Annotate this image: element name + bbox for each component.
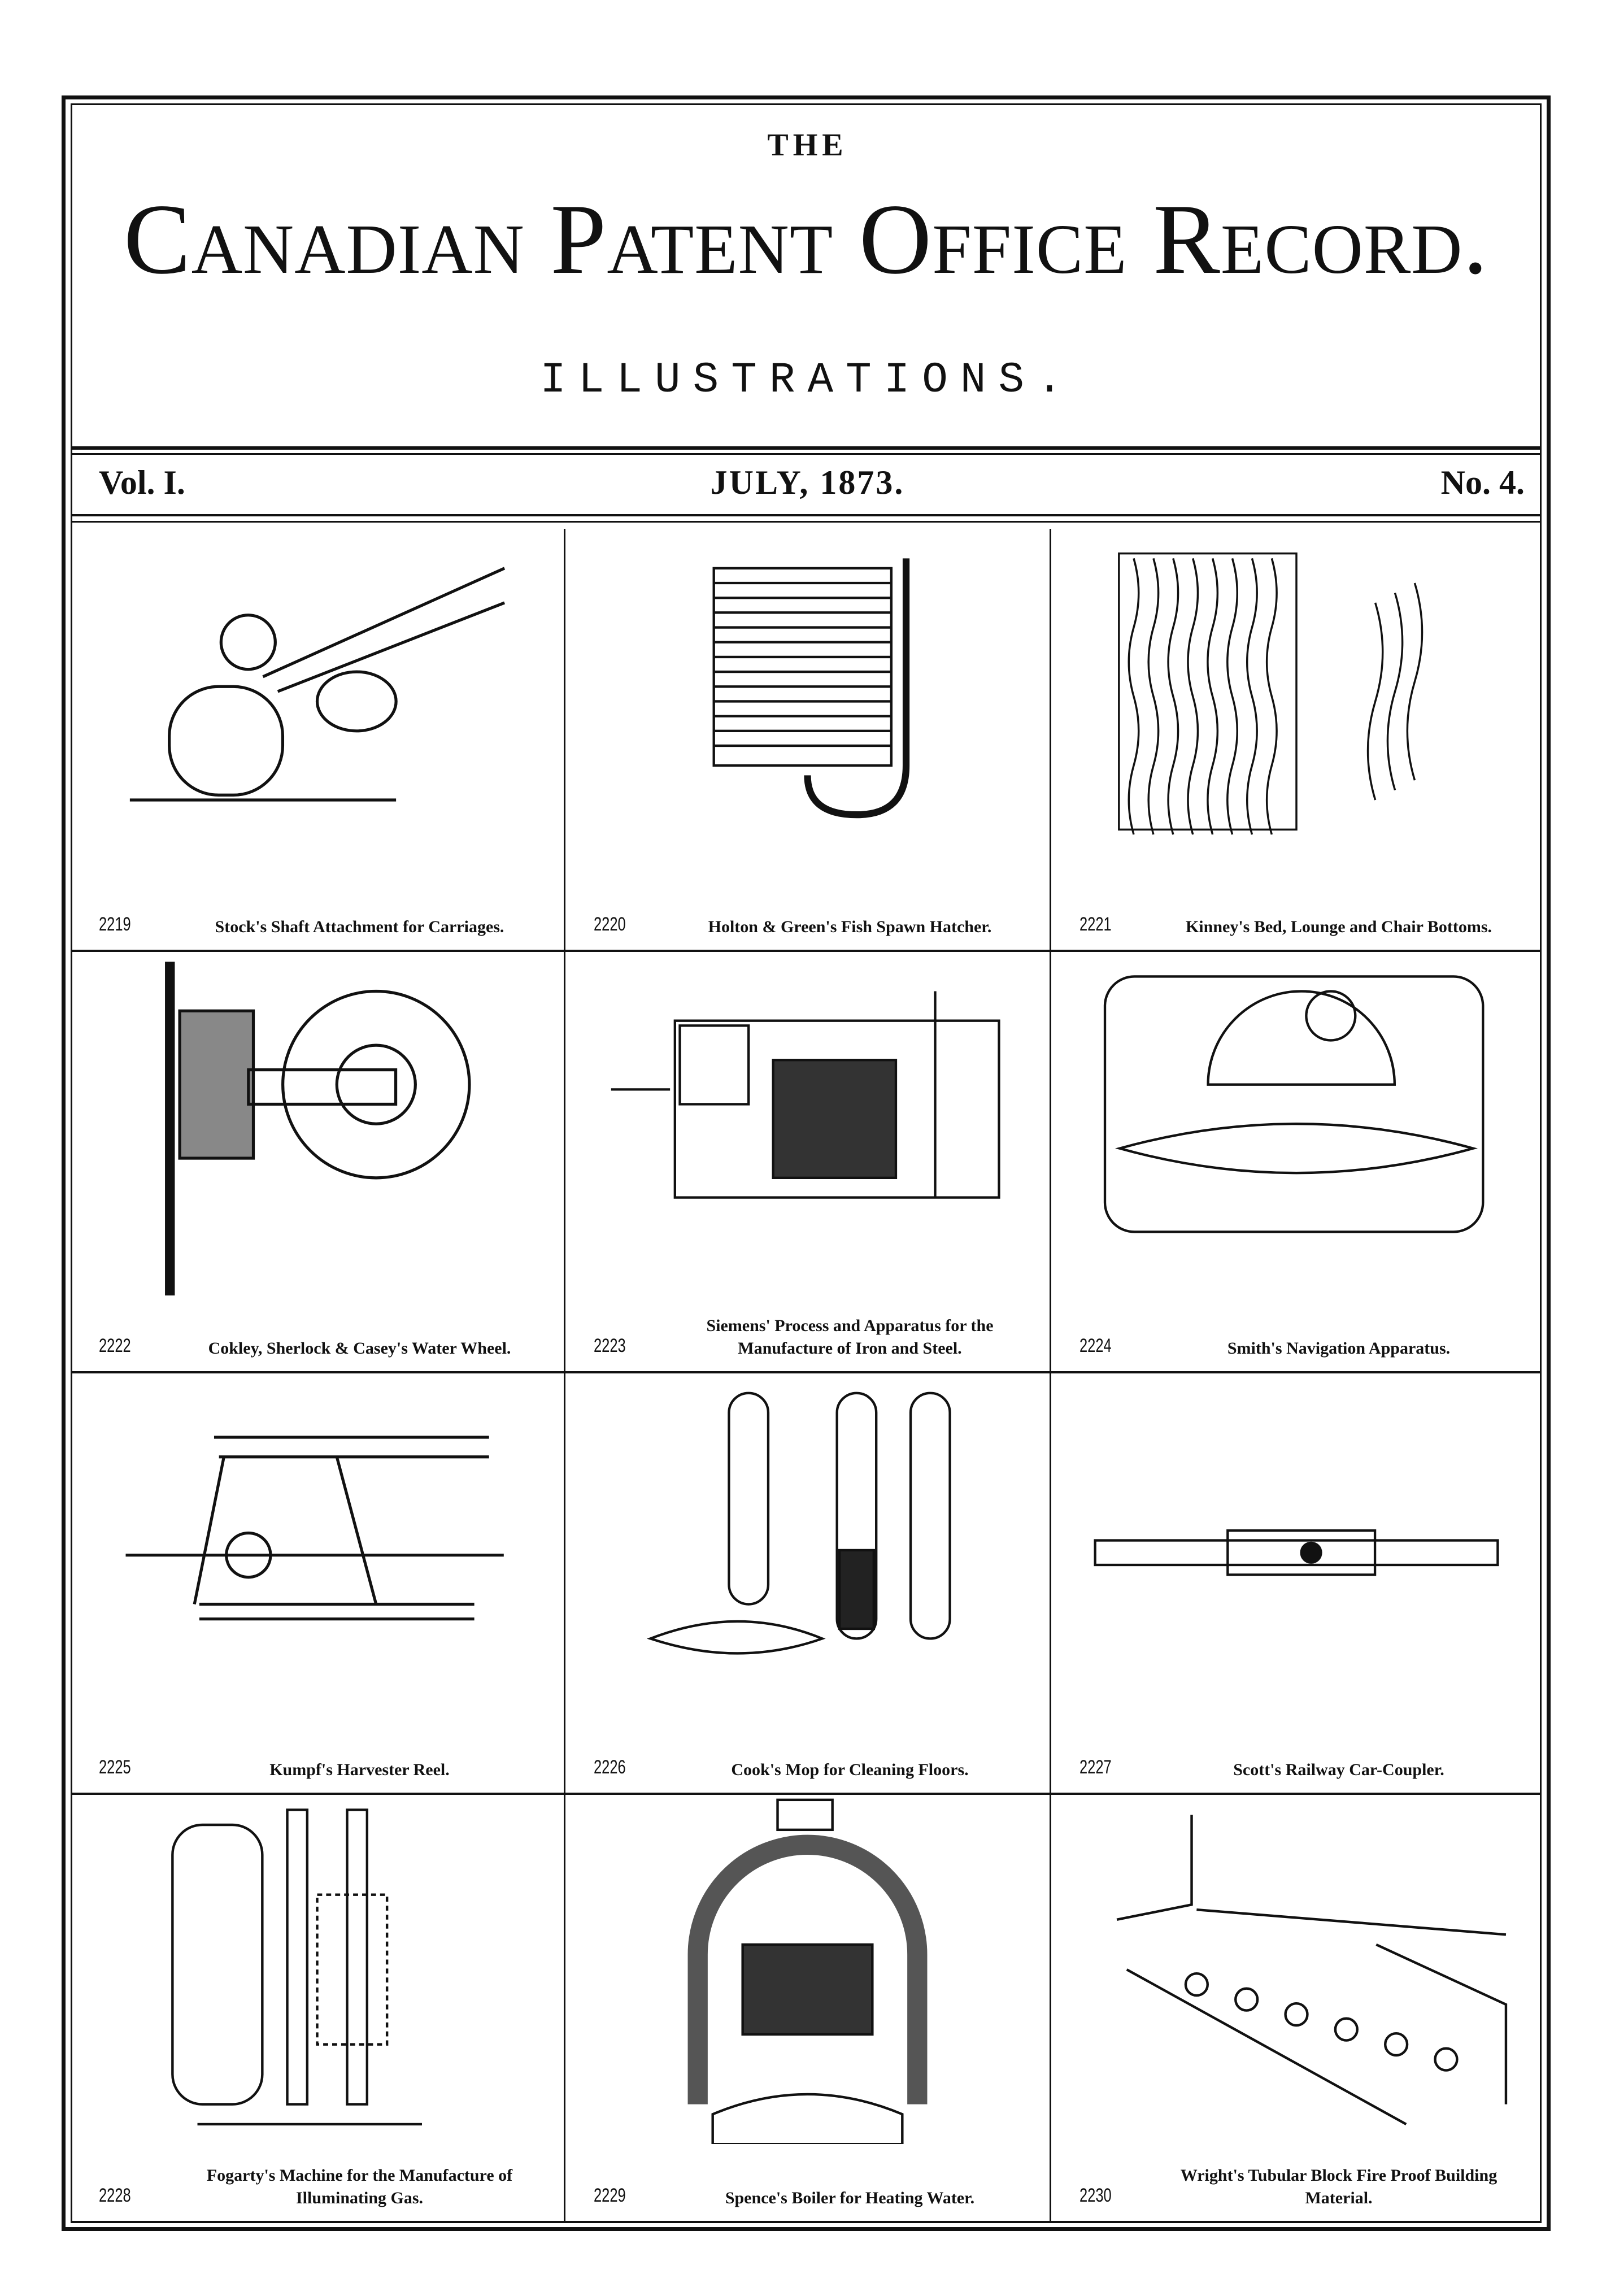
figure-number: 2222 bbox=[99, 1335, 131, 1356]
figure-cell-2225: 2225 Kumpf's Harvester Reel. bbox=[71, 1373, 565, 1795]
figure-illustration bbox=[1103, 975, 1485, 1233]
figure-cell-2227: 2227 Scott's Railway Car-Coupler. bbox=[1051, 1373, 1542, 1795]
figure-illustration bbox=[712, 558, 910, 819]
figure-caption: Wright's Tubular Block Fire Proof Buildi… bbox=[1180, 2166, 1498, 2207]
page-border bbox=[62, 95, 1551, 2231]
figure-cell-2226: 2226 Cook's Mop for Cleaning Floors. bbox=[565, 1373, 1051, 1795]
figure-cell-2220: 2220 Holton & Green's Fish Spawn Hatcher… bbox=[565, 529, 1051, 952]
figure-caption: Fogarty's Machine for the Manufacture of… bbox=[206, 2166, 513, 2207]
figure-cell-2229: 2229 Spence's Boiler for Heating Water. bbox=[565, 1795, 1051, 2223]
figure-caption: Spence's Boiler for Heating Water. bbox=[725, 2189, 975, 2207]
figure-number: 2221 bbox=[1079, 914, 1112, 935]
figure-caption: Cokley, Sherlock & Casey's Water Wheel. bbox=[208, 1339, 511, 1358]
masthead-title: Canadian Patent Office Record. bbox=[123, 183, 1489, 295]
figure-number: 2226 bbox=[594, 1756, 626, 1778]
figure-cell-2221: 2221 Kinney's Bed, Lounge and Chair Bott… bbox=[1051, 529, 1542, 952]
figure-illustration bbox=[1094, 1529, 1499, 1576]
figure-number: 2230 bbox=[1079, 2185, 1112, 2206]
issue-divider bbox=[71, 514, 1542, 516]
figure-caption: Smith's Navigation Apparatus. bbox=[1227, 1339, 1451, 1358]
header-divider bbox=[71, 446, 1542, 450]
header-divider-thin bbox=[71, 453, 1542, 455]
issue-date: JULY, 1873. bbox=[710, 464, 905, 501]
figure-number: 2219 bbox=[99, 914, 131, 935]
figure-illustration bbox=[171, 1808, 422, 2126]
figure-number: 2229 bbox=[594, 2185, 626, 2206]
figure-number: 2225 bbox=[99, 1756, 131, 1778]
figure-illustration bbox=[129, 567, 506, 802]
figure-number: 2228 bbox=[99, 2185, 131, 2206]
figure-caption: Cook's Mop for Cleaning Floors. bbox=[731, 1760, 969, 1779]
volume-label: Vol. I. bbox=[99, 464, 185, 501]
figure-cell-2219: 2219 Stock's Shaft Attachment for Carria… bbox=[71, 529, 565, 952]
masthead-the: THE bbox=[767, 128, 848, 163]
issue-divider-thin bbox=[71, 521, 1542, 523]
figure-cell-2230: 2230 Wright's Tubular Block Fire Proof B… bbox=[1051, 1795, 1542, 2223]
figure-illustration bbox=[646, 1391, 951, 1655]
masthead-subtitle: ILLUSTRATIONS. bbox=[540, 356, 1075, 405]
figure-illustration bbox=[165, 962, 471, 1296]
figure-cell-2224: 2224 Smith's Navigation Apparatus. bbox=[1051, 952, 1542, 1373]
figure-caption: Kumpf's Harvester Reel. bbox=[269, 1760, 450, 1779]
figure-caption: Holton & Green's Fish Spawn Hatcher. bbox=[708, 917, 992, 936]
figure-caption: Kinney's Bed, Lounge and Chair Bottoms. bbox=[1185, 917, 1492, 936]
figure-cell-2222: 2222 Cokley, Sherlock & Casey's Water Wh… bbox=[71, 952, 565, 1373]
illustration-grid: 2219 Stock's Shaft Attachment for Carria… bbox=[71, 529, 1542, 2223]
figure-cell-2223: 2223 Siemens' Process and Apparatus for … bbox=[565, 952, 1051, 1373]
figure-number: 2227 bbox=[1079, 1756, 1112, 1778]
figure-illustration bbox=[611, 991, 1000, 1199]
figure-illustration bbox=[1116, 1815, 1508, 2125]
figure-illustration bbox=[125, 1436, 504, 1621]
issue-number: No. 4. bbox=[1440, 464, 1525, 501]
figure-number: 2220 bbox=[594, 914, 626, 935]
figure-illustration bbox=[687, 1798, 928, 2145]
figure-caption: Siemens' Process and Apparatus for the M… bbox=[706, 1316, 994, 1358]
figure-cell-2228: 2228 Fogarty's Machine for the Manufactu… bbox=[71, 1795, 565, 2223]
figure-number: 2223 bbox=[594, 1335, 626, 1356]
figure-illustration bbox=[1118, 552, 1424, 835]
figure-caption: Stock's Shaft Attachment for Carriages. bbox=[215, 917, 504, 936]
figure-number: 2224 bbox=[1079, 1335, 1112, 1356]
figure-caption: Scott's Railway Car-Coupler. bbox=[1233, 1760, 1444, 1779]
